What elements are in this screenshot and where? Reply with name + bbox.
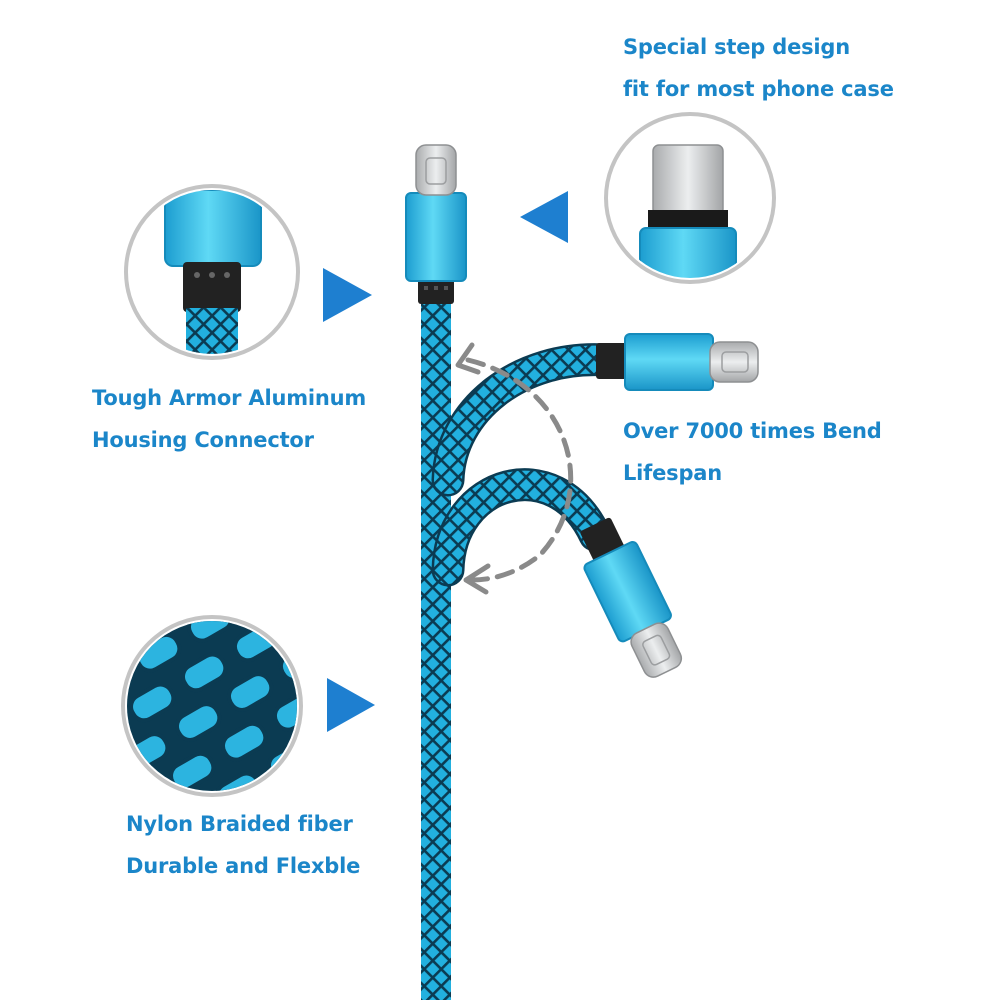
feature-label-aluminum-housing-line1: Tough Armor Aluminum bbox=[92, 386, 367, 410]
main-cable bbox=[405, 144, 467, 1000]
bend-arrow bbox=[455, 342, 574, 595]
aluminum-housing-zoom-circle bbox=[124, 184, 300, 360]
feature-label-nylon-braid-line2: Durable and Flexble bbox=[126, 854, 361, 878]
step-design-housing bbox=[639, 227, 737, 278]
bent-cable-upper-strain-relief bbox=[596, 343, 630, 379]
feature-label-bend-lifespan: Over 7000 times Bend Lifespan bbox=[623, 410, 882, 494]
bent-cable-upper-usb-c-tip bbox=[709, 341, 759, 383]
feature-label-aluminum-housing: Tough Armor Aluminum Housing Connector bbox=[92, 377, 366, 461]
pointer-left-triangle-step bbox=[520, 191, 568, 243]
feature-label-step-design-line2: fit for most phone case bbox=[623, 77, 894, 101]
feature-label-step-design: Special step design fit for most phone c… bbox=[623, 26, 894, 110]
step-design-black-step bbox=[648, 210, 728, 230]
bent-cable-upper bbox=[431, 333, 759, 497]
pointer-right-triangle-armor bbox=[323, 268, 372, 322]
bent-cable-lower bbox=[431, 468, 683, 678]
feature-label-nylon-braid: Nylon Braided fiber Durable and Flexble bbox=[126, 803, 360, 887]
main-cable-housing bbox=[406, 193, 466, 281]
aluminum-strain-relief-detail bbox=[183, 262, 241, 312]
feature-label-nylon-braid-line1: Nylon Braided fiber bbox=[126, 812, 353, 836]
pointer-right-triangle-nylon bbox=[327, 678, 375, 732]
main-cable-strain-relief bbox=[418, 278, 454, 304]
feature-label-aluminum-housing-line2: Housing Connector bbox=[92, 428, 314, 452]
bent-cable-upper-housing bbox=[624, 333, 714, 391]
feature-label-step-design-line1: Special step design bbox=[623, 35, 851, 59]
nylon-braid-zoom-circle bbox=[121, 615, 303, 797]
bend-arrow-head-bottom bbox=[463, 563, 491, 595]
bend-arrow-head-top bbox=[455, 342, 481, 375]
step-design-zoom-circle bbox=[604, 112, 776, 284]
feature-label-bend-lifespan-line2: Lifespan bbox=[623, 461, 723, 485]
feature-label-bend-lifespan-line1: Over 7000 times Bend bbox=[623, 419, 882, 443]
aluminum-housing-detail bbox=[164, 190, 262, 267]
main-cable-braid bbox=[421, 300, 451, 1000]
bent-cable-lower-usb-c-tip bbox=[630, 622, 683, 678]
main-cable-usb-c-tip bbox=[415, 144, 457, 196]
